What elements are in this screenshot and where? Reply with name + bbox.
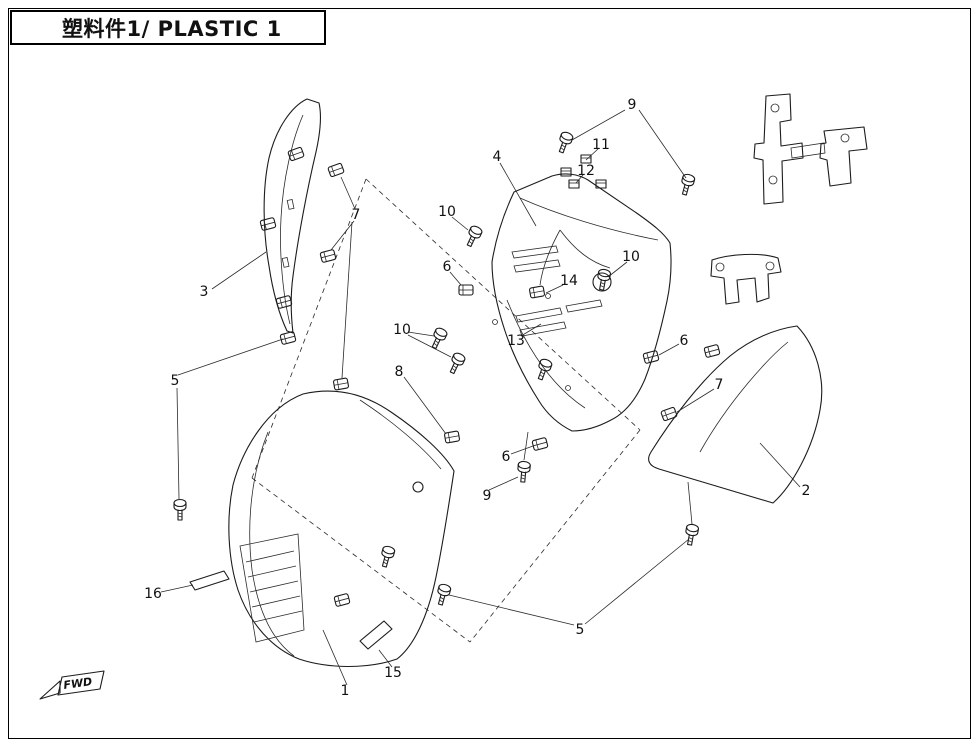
callout-15: 15 xyxy=(384,665,402,681)
part-1-front-fender-panel xyxy=(228,390,455,667)
callout-7: 7 xyxy=(351,207,361,223)
callout-12: 12 xyxy=(577,163,595,179)
fwd-label: FWD xyxy=(63,675,93,692)
callout-10: 10 xyxy=(393,322,411,338)
callout-8: 8 xyxy=(394,364,404,380)
callout-1: 1 xyxy=(340,683,350,699)
callout-2: 2 xyxy=(801,483,811,499)
callout-6: 6 xyxy=(679,333,689,349)
callout-7: 7 xyxy=(714,377,724,393)
dashed-projection-lines xyxy=(251,178,641,643)
strip-15 xyxy=(359,620,393,650)
fwd-arrow: FWD xyxy=(39,670,105,700)
callout-6: 6 xyxy=(501,449,511,465)
fasteners-clips xyxy=(259,146,721,608)
callout-9: 9 xyxy=(482,488,492,504)
strip-16 xyxy=(189,570,230,591)
leader-lines xyxy=(160,109,801,686)
callout-14: 14 xyxy=(560,273,578,289)
callout-9: 9 xyxy=(627,97,637,113)
title-box: 塑料件1/ PLASTIC 1 xyxy=(10,10,326,45)
callout-6: 6 xyxy=(442,259,452,275)
callout-16: 16 xyxy=(144,586,162,602)
callout-10: 10 xyxy=(438,204,456,220)
bracket-top-right xyxy=(753,93,868,205)
callout-3: 3 xyxy=(199,284,209,300)
page-title: 塑料件1/ PLASTIC 1 xyxy=(62,16,282,41)
callout-5: 5 xyxy=(170,373,180,389)
callout-4: 4 xyxy=(492,149,502,165)
bracket-mid-right xyxy=(710,253,782,305)
part-3-front-trim-panel xyxy=(263,98,321,334)
callout-13: 13 xyxy=(507,333,525,349)
part-4-center-panel xyxy=(491,173,672,461)
page-border-frame xyxy=(8,8,971,739)
callout-10: 10 xyxy=(622,249,640,265)
part-2-side-panel xyxy=(648,325,823,525)
callout-11: 11 xyxy=(592,137,610,153)
callout-5: 5 xyxy=(575,622,585,638)
